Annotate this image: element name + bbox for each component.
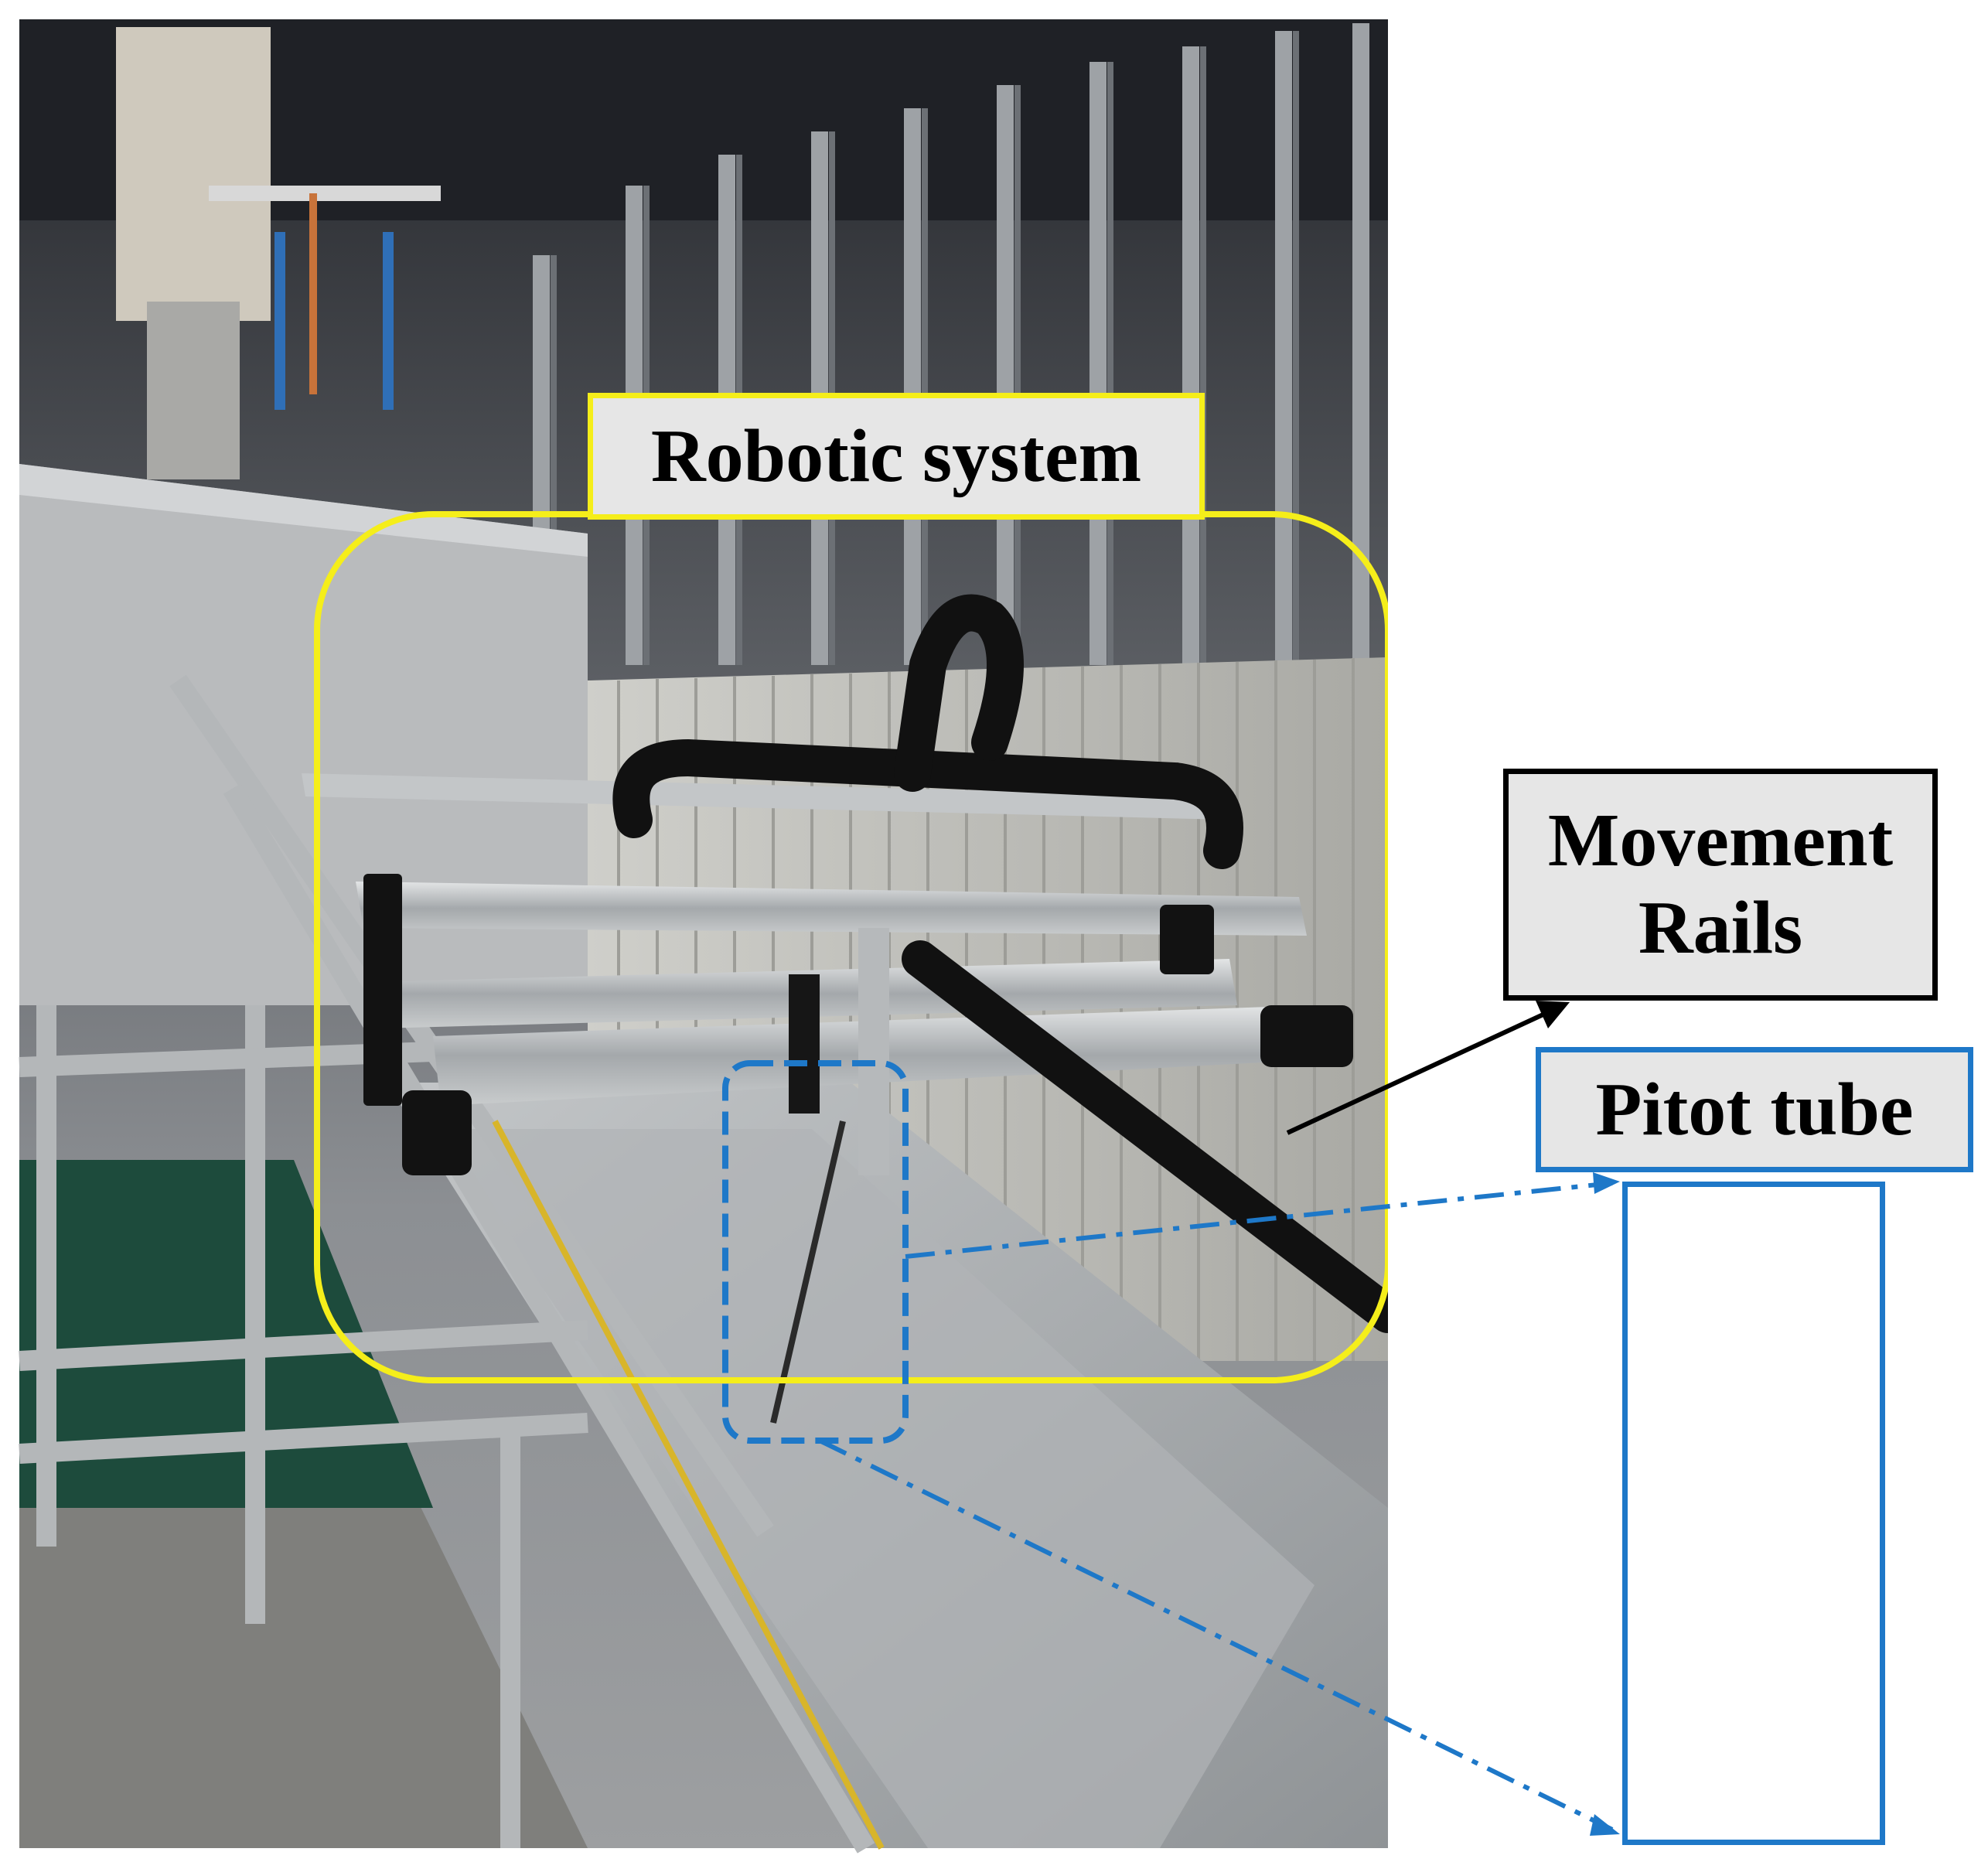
hvac-unit — [116, 27, 441, 479]
water-channel — [387, 1083, 1388, 1848]
cable-carrier — [612, 594, 1407, 1333]
pitot-tube-label: Pitot tube — [1536, 1047, 1973, 1172]
pitot-region-highlight — [722, 1060, 909, 1444]
pitot-tube-inset — [1622, 1182, 1885, 1845]
left-housing — [19, 464, 588, 1005]
pitot-leader-lines — [818, 1181, 1614, 1832]
pitot-leader-arrowhead-bottom — [1590, 1814, 1620, 1836]
wall-studs — [533, 23, 1369, 665]
movement-rails-text-line1: Movement — [1547, 799, 1894, 883]
motors — [363, 874, 1353, 1175]
robotic-system-text: Robotic system — [650, 414, 1142, 498]
pitot-leader-arrowhead-top — [1593, 1172, 1620, 1194]
robotic-system-label: Robotic system — [588, 393, 1205, 520]
probe-mount — [770, 928, 889, 1424]
measuring-tape — [492, 1120, 885, 1850]
pitot-tube-text: Pitot tube — [1595, 1067, 1914, 1151]
movement-rails-arrow — [1286, 1001, 1570, 1135]
floor — [19, 1160, 588, 1848]
movement-rails-text-line2: Rails — [1638, 886, 1803, 970]
movement-rails-label: Movement Rails — [1503, 769, 1938, 1001]
